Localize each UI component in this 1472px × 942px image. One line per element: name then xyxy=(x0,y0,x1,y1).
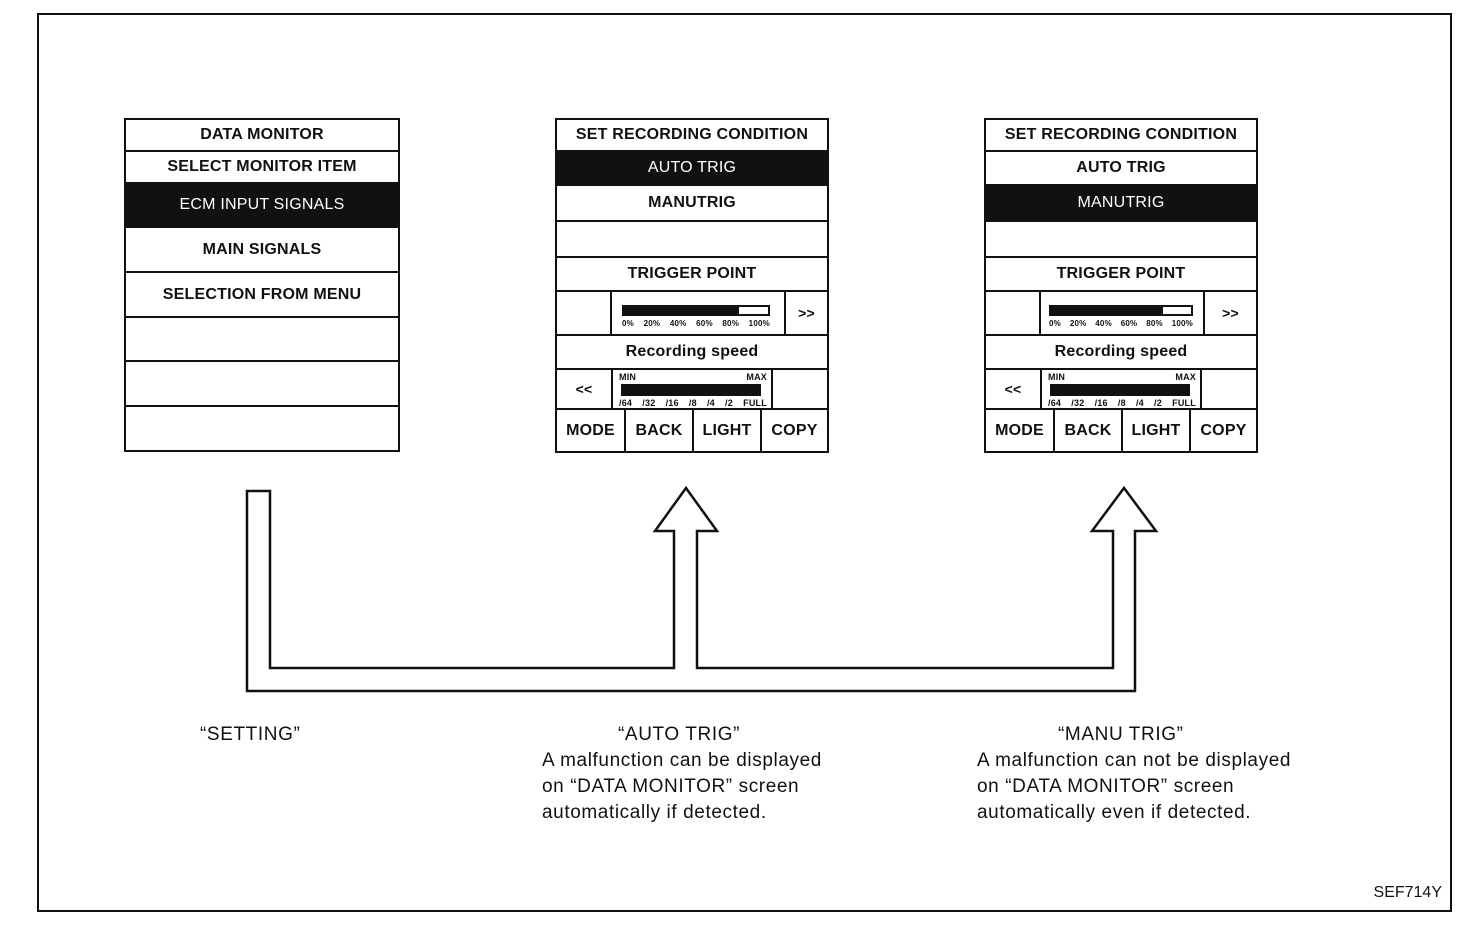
caption-manu-trig-line: A malfunction can not be displayed xyxy=(977,750,1292,771)
trigger-ticks: 0%20%40%60%80%100% xyxy=(1049,319,1193,328)
mode-button[interactable]: MODE xyxy=(995,421,1044,439)
menu-item-ecm-input-signals[interactable]: ECM INPUT SIGNALS xyxy=(126,184,398,228)
menu-item-main-signals[interactable]: MAIN SIGNALS xyxy=(126,228,398,273)
speed-bar xyxy=(1050,384,1190,396)
recording-condition-screen-manu: SET RECORDING CONDITION AUTO TRIG MANUTR… xyxy=(984,118,1258,453)
light-button[interactable]: LIGHT xyxy=(692,410,760,451)
trigger-point-slider[interactable]: 0%20%40%60%80%100% xyxy=(1039,292,1203,334)
speed-min-label: MIN xyxy=(619,372,637,382)
copy-button[interactable]: COPY xyxy=(1189,410,1256,451)
recording-condition-screen-auto: SET RECORDING CONDITION AUTO TRIG MANUTR… xyxy=(555,118,829,453)
prev-button[interactable]: << xyxy=(1004,381,1022,397)
caption-setting: “SETTING” xyxy=(200,724,301,745)
speed-max-label: MAX xyxy=(746,372,767,382)
button-bar: MODE BACK LIGHT COPY xyxy=(557,410,827,451)
data-monitor-screen: DATA MONITOR SELECT MONITOR ITEM ECM INP… xyxy=(124,118,400,452)
option-manu-trig[interactable]: MANUTRIG xyxy=(986,186,1256,222)
caption-auto-trig-line: on “DATA MONITOR” screen xyxy=(542,776,800,797)
caption-manu-trig-line: automatically even if detected. xyxy=(977,802,1252,823)
blank-row xyxy=(557,222,827,258)
prev-button[interactable]: << xyxy=(575,381,593,397)
caption-auto-trig-title: “AUTO TRIG” xyxy=(618,724,741,745)
screen-title: DATA MONITOR xyxy=(126,120,398,152)
back-button[interactable]: BACK xyxy=(1053,410,1121,451)
figure-code: SEF714Y xyxy=(1373,884,1442,901)
trigger-point-slider[interactable]: 0%20%40%60%80%100% xyxy=(610,292,784,334)
option-auto-trig[interactable]: AUTO TRIG xyxy=(986,152,1256,186)
back-button[interactable]: BACK xyxy=(624,410,692,451)
caption-manu-trig-title: “MANU TRIG” xyxy=(1058,724,1184,745)
trigger-ticks: 0%20%40%60%80%100% xyxy=(622,319,770,328)
trigger-point-label: TRIGGER POINT xyxy=(557,258,827,292)
blank-row xyxy=(986,222,1256,258)
trigger-fill xyxy=(1051,307,1163,314)
flow-arrow-outline xyxy=(245,485,1159,693)
caption-auto-trig-line: A malfunction can be displayed xyxy=(542,750,822,771)
trigger-point-row: 0%20%40%60%80%100% >> xyxy=(557,292,827,336)
next-button[interactable]: >> xyxy=(1203,292,1256,334)
screen-title: SET RECORDING CONDITION xyxy=(986,120,1256,152)
button-bar: MODE BACK LIGHT COPY xyxy=(986,410,1256,451)
menu-item-empty xyxy=(126,362,398,407)
recording-speed-label: Recording speed xyxy=(557,336,827,370)
recording-speed-label: Recording speed xyxy=(986,336,1256,370)
screen-subtitle: SELECT MONITOR ITEM xyxy=(126,152,398,184)
option-auto-trig[interactable]: AUTO TRIG xyxy=(557,152,827,186)
trigger-point-row: 0%20%40%60%80%100% >> xyxy=(986,292,1256,336)
speed-bar xyxy=(621,384,761,396)
speed-min-label: MIN xyxy=(1048,372,1066,382)
caption-manu-trig-line: on “DATA MONITOR” screen xyxy=(977,776,1235,797)
mode-button[interactable]: MODE xyxy=(566,421,615,439)
menu-item-empty xyxy=(126,318,398,362)
copy-button[interactable]: COPY xyxy=(760,410,827,451)
option-manu-trig[interactable]: MANUTRIG xyxy=(557,186,827,222)
light-button[interactable]: LIGHT xyxy=(1121,410,1189,451)
screen-title: SET RECORDING CONDITION xyxy=(557,120,827,152)
figure-frame xyxy=(37,13,1452,912)
trigger-fill xyxy=(624,307,740,314)
next-button[interactable]: >> xyxy=(784,292,827,334)
trigger-point-label: TRIGGER POINT xyxy=(986,258,1256,292)
speed-max-label: MAX xyxy=(1175,372,1196,382)
caption-auto-trig-line: automatically if detected. xyxy=(542,802,767,823)
menu-item-selection-from-menu[interactable]: SELECTION FROM MENU xyxy=(126,273,398,318)
